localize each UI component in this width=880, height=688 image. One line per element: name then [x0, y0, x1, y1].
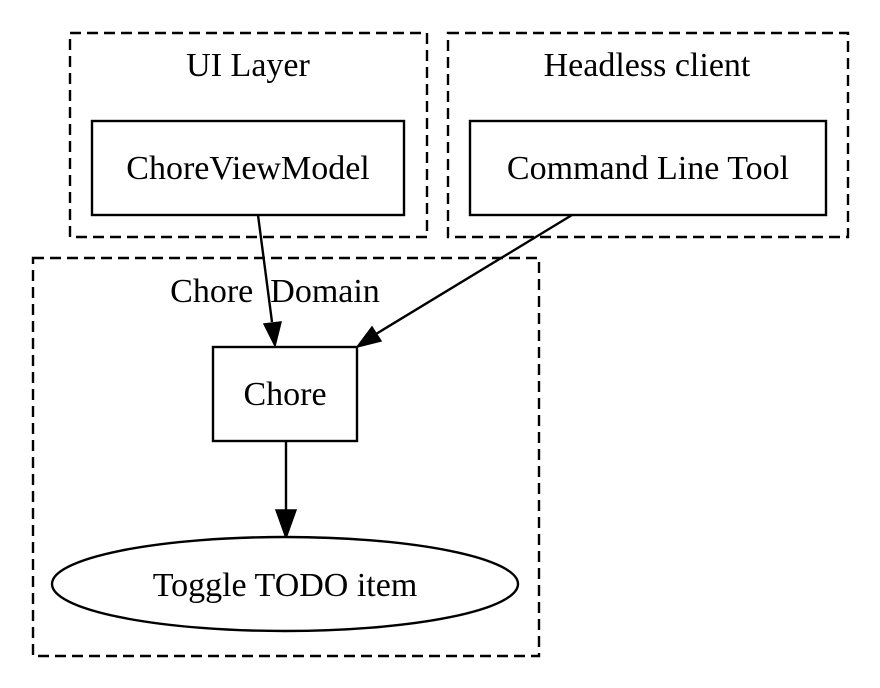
edge-command-line-tool-to-chore — [355, 213, 573, 349]
cluster-chore-domain-border — [31, 256, 541, 658]
cluster-headless-client: Headless client — [446, 31, 850, 239]
cluster-ui-layer: UI Layer — [68, 31, 429, 239]
arrowhead — [355, 325, 383, 349]
node-chore-label: Chore — [243, 376, 326, 413]
cluster-ui-layer-label: UI Layer — [186, 47, 310, 84]
node-command-line-tool-box — [468, 119, 828, 217]
node-choreviewmodel-label: ChoreViewModel — [126, 150, 369, 187]
node-choreviewmodel: ChoreViewModel — [90, 119, 406, 217]
node-chore: Chore — [211, 345, 359, 443]
edge-choreviewmodel-to-chore — [256, 214, 282, 349]
cluster-headless-client-label: Headless client — [544, 47, 751, 84]
node-command-line-tool: Command Line Tool — [468, 119, 828, 217]
edge-chore-to-toggle-todo-item — [274, 441, 298, 541]
cluster-chore-domain: Chore Domain — [31, 256, 541, 658]
cluster-ui-layer-border — [68, 31, 429, 239]
node-chore-box — [211, 345, 359, 443]
node-toggle-todo-item-label: Toggle TODO item — [153, 567, 418, 604]
node-toggle-todo-item-ellipse — [50, 535, 520, 633]
node-choreviewmodel-box — [90, 119, 406, 217]
edge-line — [375, 213, 573, 336]
cluster-chore-domain-label: Chore Domain — [170, 273, 380, 310]
arrowhead — [274, 509, 298, 541]
node-toggle-todo-item: Toggle TODO item — [50, 535, 520, 633]
cluster-headless-client-border — [446, 31, 850, 239]
arrowhead — [262, 321, 282, 349]
edge-line — [256, 214, 274, 323]
node-command-line-tool-label: Command Line Tool — [507, 150, 789, 187]
